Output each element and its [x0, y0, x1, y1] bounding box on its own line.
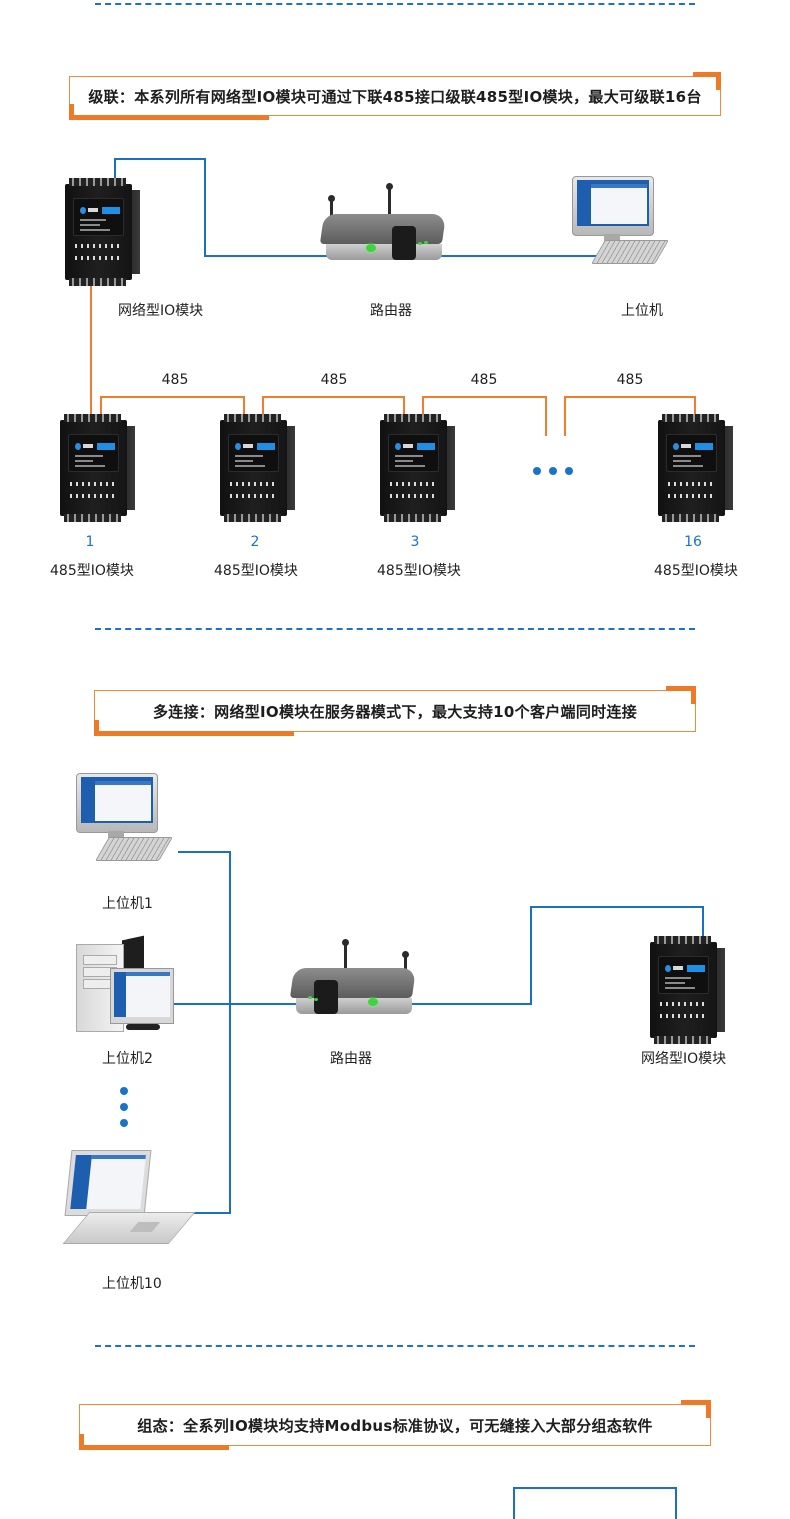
section-divider [95, 1345, 695, 1347]
network-module-label: 网络型IO模块 [118, 303, 204, 319]
ethernet-wire [229, 851, 231, 1214]
rs485-wire [90, 285, 92, 415]
ellipsis-dot-icon [120, 1119, 128, 1127]
rs485-wire [262, 396, 404, 398]
banner-accent-top [693, 72, 721, 77]
bus-label: 485 [320, 372, 348, 388]
slave-label: 485型IO模块 [377, 563, 461, 579]
ellipsis-dot-icon [549, 467, 557, 475]
rs485-io-module-icon [220, 412, 295, 524]
ethernet-wire [530, 906, 532, 1005]
cascade-banner: 级联：本系列所有网络型IO模块可通过下联485接口级联485型IO模块，最大可级… [69, 72, 721, 120]
banner-accent-top [681, 1400, 711, 1405]
ethernet-wire [702, 906, 704, 942]
host-label: 上位机2 [102, 1051, 153, 1067]
rs485-wire [564, 396, 695, 398]
ellipsis-dot-icon [533, 467, 541, 475]
slave-number: 1 [85, 534, 95, 550]
ethernet-wire [204, 158, 206, 256]
banner-accent-top [666, 686, 696, 691]
router-icon [319, 183, 447, 284]
rs485-io-module-icon [658, 412, 733, 524]
banner-accent-bottom [69, 115, 269, 120]
banner-accent-top-vertical [691, 686, 696, 704]
ethernet-wire [114, 158, 116, 184]
slave-number: 16 [684, 534, 702, 550]
rs485-wire [422, 396, 546, 398]
bus-label: 485 [470, 372, 498, 388]
ethernet-wire [114, 158, 205, 160]
rs485-wire [694, 396, 696, 416]
bus-label: 485 [616, 372, 644, 388]
router-icon [289, 938, 417, 1038]
slave-number: 2 [250, 534, 260, 550]
configuration-banner-text: 组态：全系列IO模块均支持Modbus标准协议，可无缝接入大部分组态软件 [137, 1416, 653, 1435]
rs485-io-module-icon [380, 412, 455, 524]
slave-number: 3 [410, 534, 420, 550]
tower-computer-icon [76, 935, 176, 1034]
ethernet-wire [185, 1212, 231, 1214]
banner-accent-bottom-vertical [94, 720, 99, 736]
slave-label: 485型IO模块 [654, 563, 738, 579]
banner-accent-bottom-vertical [79, 1434, 84, 1450]
slave-label: 485型IO模块 [214, 563, 298, 579]
network-io-module-icon [650, 934, 725, 1046]
section-divider [95, 628, 695, 630]
router-label: 路由器 [370, 303, 412, 319]
desktop-computer-icon [76, 773, 176, 873]
banner-accent-top-vertical [716, 72, 721, 90]
rs485-wire [422, 396, 424, 416]
rs485-wire [100, 396, 244, 398]
network-io-module-icon [65, 176, 140, 288]
multi-connect-banner: 多连接：网络型IO模块在服务器模式下，最大支持10个客户端同时连接 [94, 686, 696, 736]
router-label: 路由器 [330, 1051, 372, 1067]
banner-accent-bottom [94, 731, 294, 736]
rs485-io-module-icon [60, 412, 135, 524]
cascade-banner-text: 级联：本系列所有网络型IO模块可通过下联485接口级联485型IO模块，最大可级… [88, 87, 702, 106]
banner-accent-bottom [79, 1445, 229, 1450]
ethernet-wire [204, 255, 332, 257]
ethernet-wire [530, 906, 704, 908]
ethernet-wire [172, 1003, 298, 1005]
configuration-diagram-frame [513, 1487, 677, 1519]
network-module-label: 网络型IO模块 [641, 1051, 727, 1067]
ellipsis-dot-icon [120, 1087, 128, 1095]
rs485-wire [262, 396, 264, 416]
slave-label: 485型IO模块 [50, 563, 134, 579]
banner-accent-top-vertical [706, 1400, 711, 1418]
ethernet-wire [178, 851, 230, 853]
ethernet-wire [428, 255, 598, 257]
rs485-wire [403, 396, 405, 416]
configuration-banner: 组态：全系列IO模块均支持Modbus标准协议，可无缝接入大部分组态软件 [79, 1400, 711, 1450]
laptop-icon [62, 1150, 196, 1250]
banner-accent-bottom-vertical [69, 104, 74, 120]
host-label: 上位机10 [102, 1276, 162, 1292]
rs485-wire [243, 396, 245, 416]
rs485-wire [545, 396, 547, 436]
desktop-computer-icon [572, 176, 672, 276]
section-divider [95, 3, 695, 5]
ethernet-wire [410, 1003, 532, 1005]
multi-connect-banner-text: 多连接：网络型IO模块在服务器模式下，最大支持10个客户端同时连接 [152, 702, 638, 721]
rs485-wire [564, 396, 566, 436]
ellipsis-dot-icon [565, 467, 573, 475]
host-label: 上位机 [621, 303, 663, 319]
host-label: 上位机1 [102, 896, 153, 912]
bus-label: 485 [161, 372, 189, 388]
rs485-wire [100, 396, 102, 416]
ellipsis-dot-icon [120, 1103, 128, 1111]
